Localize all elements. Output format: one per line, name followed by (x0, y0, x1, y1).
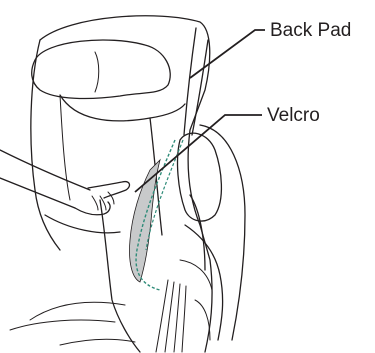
velcro-label: Velcro (267, 105, 320, 126)
velcro-strip (129, 140, 183, 290)
back-pad-leader (190, 30, 265, 78)
chair-illustration (10, 16, 245, 352)
back-pad-label: Back Pad (270, 20, 351, 41)
